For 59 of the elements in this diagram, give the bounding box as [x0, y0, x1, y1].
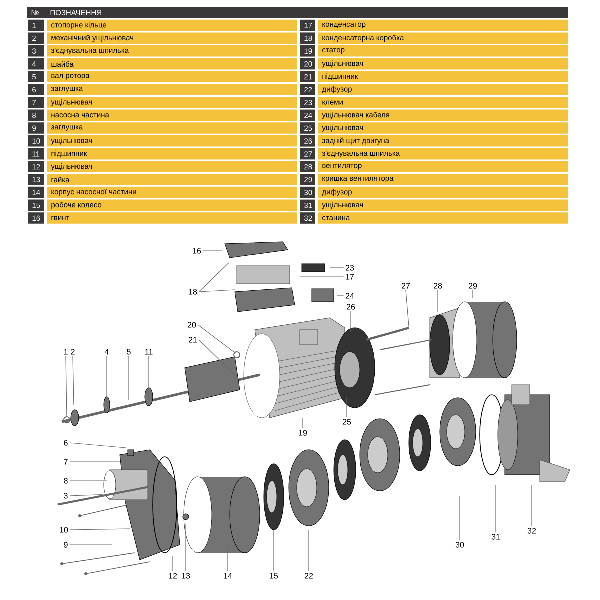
callout-number: 7 [64, 459, 68, 465]
stud-bolt [58, 486, 148, 506]
callout-number: 11 [145, 349, 153, 355]
leader-line [70, 442, 126, 448]
leader-line [350, 311, 352, 332]
callout-number: 15 [270, 573, 278, 579]
leader-line [198, 324, 235, 353]
callout-number: 23 [346, 265, 354, 271]
ring [234, 352, 240, 358]
leader-line [70, 544, 112, 546]
callout-number: 26 [346, 304, 356, 310]
leader-line [202, 250, 222, 252]
leader-line [198, 340, 238, 378]
callout-number: 17 [346, 274, 354, 280]
callout-number: 29 [468, 283, 478, 289]
callout-number: 2 [71, 349, 75, 355]
callout-number: 27 [402, 283, 410, 289]
leader-line [406, 290, 410, 328]
leader-line [148, 356, 150, 398]
callout-number: 1 [64, 349, 68, 355]
leader-line [106, 356, 108, 406]
callout-number: 20 [188, 322, 196, 328]
callout-number: 24 [346, 293, 354, 299]
leader-line [72, 356, 74, 406]
callout-number: 3 [64, 493, 68, 499]
callout-number: 14 [224, 573, 232, 579]
callout-number: 21 [188, 337, 198, 343]
leader-line [70, 528, 130, 530]
leader-line [302, 418, 304, 429]
leader-line [198, 262, 230, 292]
leader-line [346, 396, 348, 418]
callout-number: 31 [492, 534, 500, 540]
callout-number: 8 [64, 478, 68, 484]
callout-number: 5 [127, 349, 131, 355]
leader-line [172, 556, 174, 572]
callout-number: 6 [64, 440, 68, 446]
callout-number: 12 [169, 573, 178, 579]
leader-line [70, 494, 104, 496]
callout-number: 28 [434, 283, 442, 289]
callout-number: 22 [304, 573, 314, 579]
leader-line [308, 530, 310, 572]
callout-number: 10 [60, 527, 68, 533]
leader-line [66, 356, 68, 417]
callout-number: 16 [193, 248, 202, 254]
callout-number: 30 [456, 542, 464, 548]
stud-bolt [366, 327, 410, 341]
leader-line [198, 290, 236, 292]
ring [64, 416, 70, 424]
callout-number: 18 [189, 289, 198, 295]
callout-number: 32 [528, 528, 536, 534]
leader-line [70, 480, 108, 482]
callout-number: 13 [182, 573, 190, 579]
leader-line [472, 290, 474, 298]
leader-line [128, 356, 130, 400]
callout-number: 19 [299, 430, 308, 436]
leader-line [300, 276, 344, 278]
callout-number: 9 [64, 542, 68, 548]
callout-number: 4 [104, 349, 109, 355]
callout-number: 25 [342, 419, 352, 425]
